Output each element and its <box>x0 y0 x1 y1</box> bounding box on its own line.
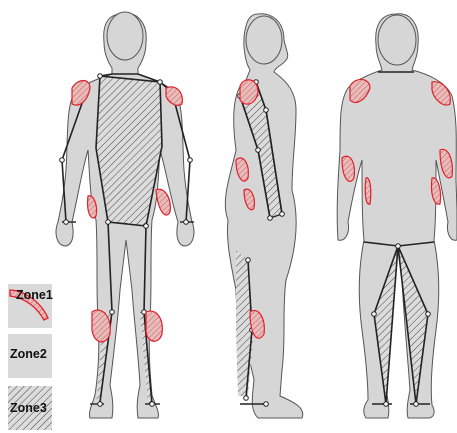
legend-zone2-label: Zone2 <box>10 347 47 361</box>
back-head <box>378 15 416 65</box>
front-head <box>107 12 143 60</box>
back-body-outline <box>337 14 457 418</box>
side-view <box>225 14 302 418</box>
legend-zone3-label: Zone3 <box>10 401 47 415</box>
front-zone1-right-knee <box>146 311 162 341</box>
side-head <box>246 16 282 64</box>
legend-zone1-label: Zone1 <box>16 288 53 302</box>
front-zone1-right-elbow <box>156 189 170 215</box>
back-zone1-left-forearm <box>365 178 371 204</box>
back-view <box>337 14 457 418</box>
front-view <box>56 12 194 418</box>
